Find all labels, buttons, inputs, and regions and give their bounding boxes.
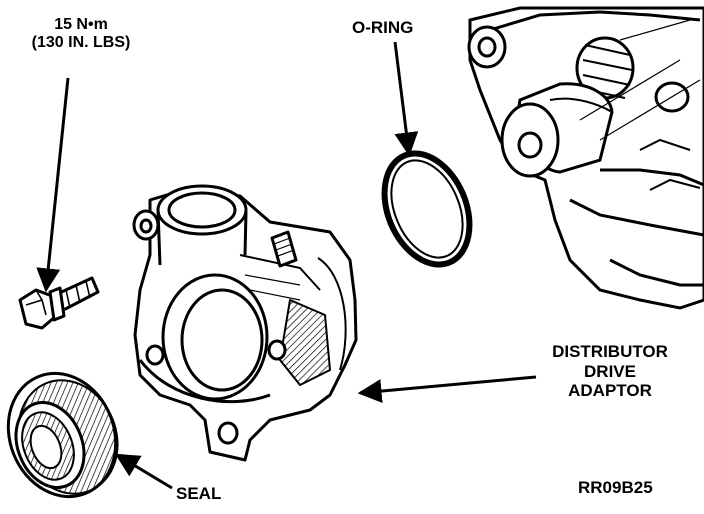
engine-housing [467, 6, 704, 310]
distributor-drive-adaptor [132, 184, 358, 462]
o-ring [381, 150, 473, 268]
distributor-label-line2: DRIVE [584, 361, 636, 381]
oring-arrow [393, 41, 419, 157]
torque-value: 15 N•m [54, 16, 108, 33]
distributor-drive-adaptor-label: DISTRIBUTOR DRIVE ADAPTOR [520, 342, 700, 401]
figure-code: RR09B25 [578, 478, 653, 497]
adaptor-arrow [357, 375, 537, 403]
o-ring-label: O-RING [352, 18, 414, 37]
distributor-label-line1: DISTRIBUTOR [552, 342, 668, 361]
leader-arrows [36, 41, 537, 490]
seal-arrow [114, 453, 173, 490]
torque-value-imperial: (130 IN. LBS) [31, 34, 131, 52]
mounting-bolt [18, 276, 100, 330]
distributor-label-line3: ADAPTOR [568, 381, 652, 401]
seal-label: SEAL [176, 484, 222, 503]
seal [6, 371, 119, 499]
torque-spec-label: 15 N•m (130 IN. LBS) [6, 16, 156, 53]
torque-arrow [36, 77, 70, 293]
